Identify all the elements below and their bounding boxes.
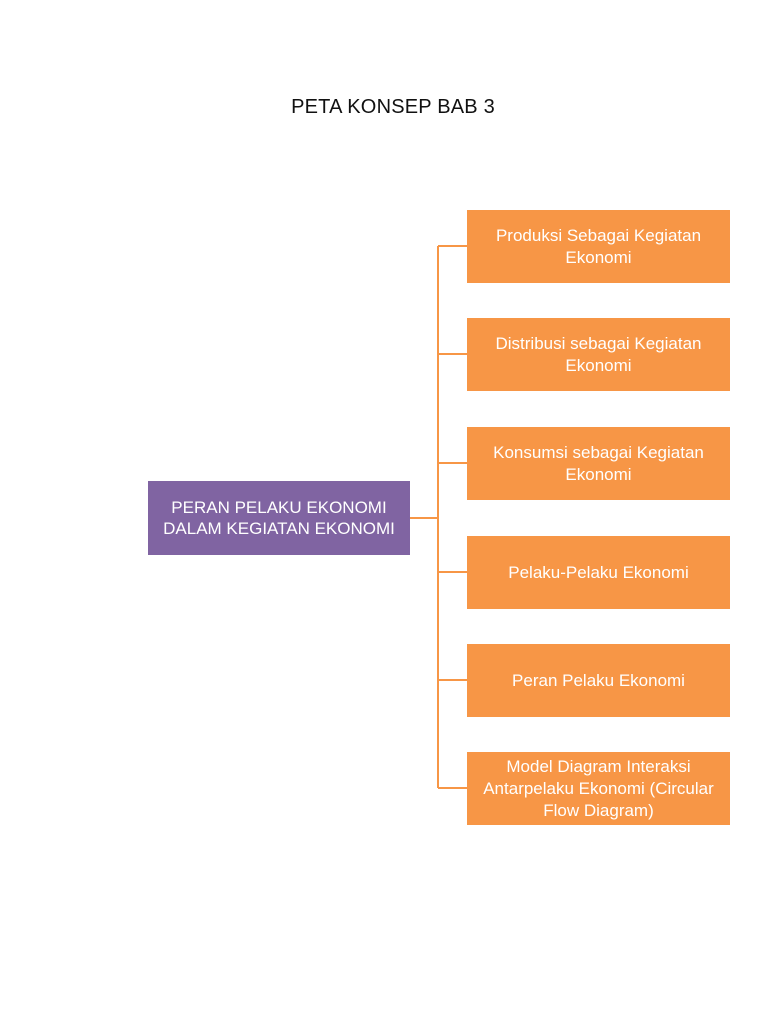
branch-node-model-diagram: Model Diagram Interaksi Antarpelaku Ekon… [467, 752, 730, 825]
branch-node-produksi: Produksi Sebagai Kegiatan Ekonomi [467, 210, 730, 283]
central-node: PERAN PELAKU EKONOMI DALAM KEGIATAN EKON… [148, 481, 410, 555]
branch-node-distribusi: Distribusi sebagai Kegiatan Ekonomi [467, 318, 730, 391]
branch-node-label: Pelaku-Pelaku Ekonomi [508, 562, 689, 582]
branch-node-peran: Peran Pelaku Ekonomi [467, 644, 730, 717]
branch-node-label: Model Diagram Interaksi Antarpelaku Ekon… [483, 756, 714, 820]
branch-node-label: Produksi Sebagai Kegiatan Ekonomi [495, 225, 702, 267]
branch-node-label: Distribusi sebagai Kegiatan Ekonomi [495, 333, 702, 375]
branch-node-konsumsi: Konsumsi sebagai Kegiatan Ekonomi [467, 427, 730, 500]
central-node-label: PERAN PELAKU EKONOMI DALAM KEGIATAN EKON… [163, 498, 395, 538]
branch-node-label: Konsumsi sebagai Kegiatan Ekonomi [493, 442, 704, 484]
branch-node-pelaku: Pelaku-Pelaku Ekonomi [467, 536, 730, 609]
branch-node-label: Peran Pelaku Ekonomi [512, 670, 685, 690]
page-title: PETA KONSEP BAB 3 [291, 96, 495, 118]
